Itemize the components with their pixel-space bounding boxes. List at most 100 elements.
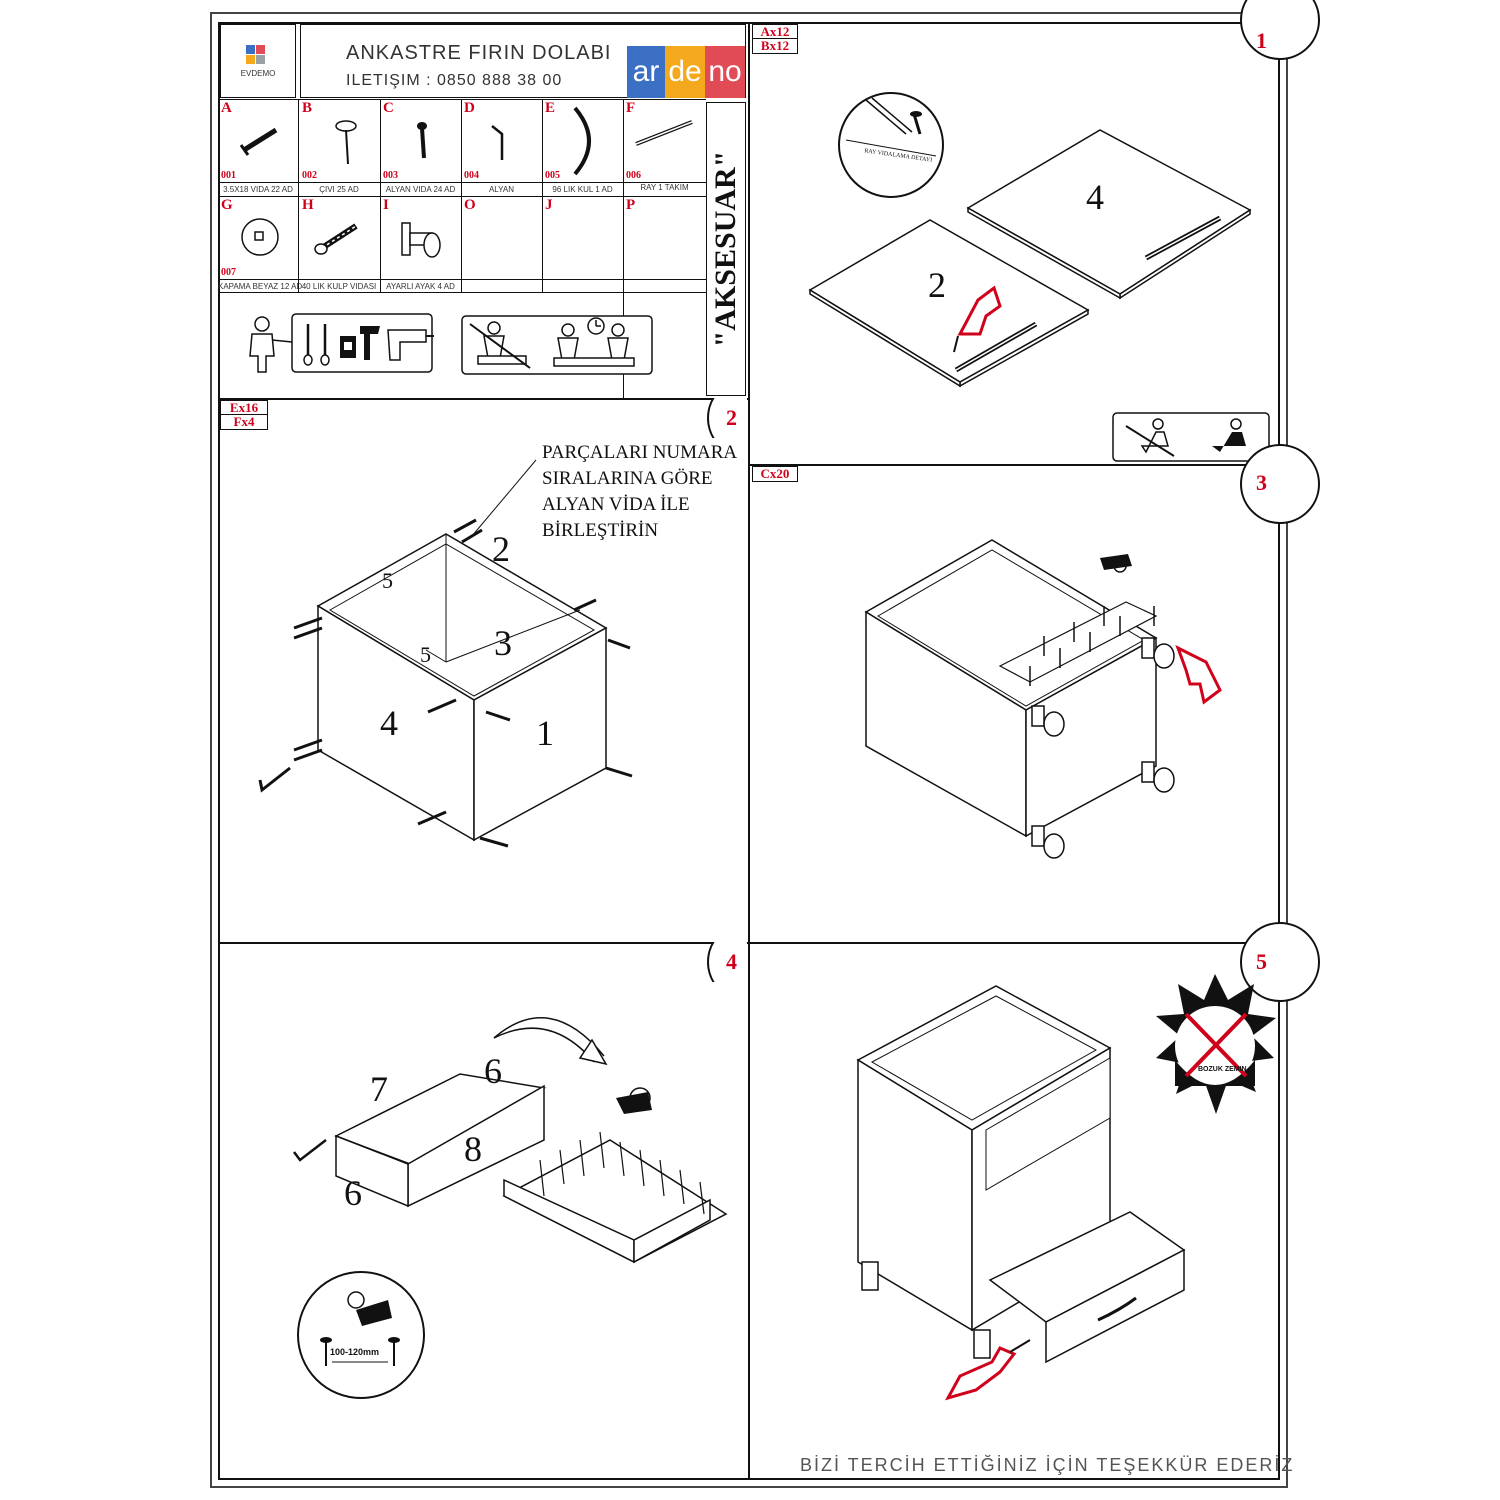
step3-number-circle bbox=[1240, 444, 1320, 524]
accessory-code: 002 bbox=[302, 170, 317, 181]
company-logo-icon bbox=[246, 45, 265, 64]
step1-tag-a: Ax12 bbox=[752, 24, 798, 40]
accessory-letter: E bbox=[545, 100, 556, 116]
panel-number: 1 bbox=[536, 713, 554, 753]
accessory-caption: ALYAN bbox=[488, 185, 515, 194]
panel-number: 2 bbox=[928, 265, 946, 305]
allen-screw-icon bbox=[417, 122, 427, 159]
accessory-grid-line bbox=[461, 99, 462, 292]
handle-screw-icon bbox=[314, 223, 358, 255]
accessory-grid-line bbox=[218, 99, 706, 100]
step3-number: 3 bbox=[1256, 470, 1267, 495]
step2-number-circle bbox=[707, 398, 747, 438]
accessory-letter: F bbox=[626, 100, 636, 116]
required-tools-icon bbox=[249, 313, 434, 373]
panel-number: 4 bbox=[380, 703, 398, 743]
accessory-letter: H bbox=[302, 197, 314, 213]
outer-sheet-border bbox=[210, 12, 1288, 1488]
correct-lifting-icon bbox=[1112, 412, 1270, 462]
accessory-caption: RAY 1 TAKIM bbox=[640, 183, 689, 192]
accessory-code: 003 bbox=[383, 170, 398, 181]
step2-tag-e: Ex16 bbox=[220, 400, 268, 416]
title-box bbox=[300, 24, 746, 98]
center-divider bbox=[748, 22, 750, 1480]
two-person-assembly-icon bbox=[461, 315, 653, 375]
accessory-letter: G bbox=[221, 197, 233, 213]
caption-line bbox=[218, 279, 706, 280]
instruction-line: PARÇALARI NUMARA bbox=[542, 442, 738, 463]
accessory-grid-line bbox=[218, 292, 706, 293]
divider-step1-step3 bbox=[748, 464, 1280, 466]
caption-line bbox=[218, 182, 706, 183]
rail-icon bbox=[635, 120, 693, 146]
footer-thanks: BİZİ TERCİH ETTİĞİNİZ İÇİN TEŞEKKÜR EDER… bbox=[800, 1455, 1295, 1475]
accessory-letter: I bbox=[383, 197, 389, 213]
accessory-caption: 96 LIK KUL 1 AD bbox=[552, 185, 613, 194]
step1-panels-illustration bbox=[808, 129, 1252, 388]
step2-number: 2 bbox=[726, 405, 737, 430]
panel-number: 3 bbox=[494, 623, 512, 663]
instruction-line: ALYAN VİDA İLE bbox=[542, 494, 690, 515]
allen-key-icon bbox=[491, 125, 504, 160]
accessory-caption: 3.5X18 VIDA 22 AD bbox=[223, 185, 293, 194]
step4-number: 4 bbox=[726, 949, 737, 974]
accessory-grid-line bbox=[623, 99, 624, 399]
accessory-letter: C bbox=[383, 100, 394, 116]
accessory-grid-line bbox=[218, 196, 706, 197]
accessory-letter: B bbox=[302, 100, 313, 116]
step4-number-circle bbox=[707, 942, 747, 982]
accessory-caption: 40 LIK KULP VIDASI bbox=[301, 282, 377, 291]
nail-spacing-label: 100-120mm bbox=[330, 1347, 380, 1357]
handle-icon bbox=[573, 106, 591, 176]
step4-drawer-illustration bbox=[293, 1017, 728, 1264]
accessory-letter: J bbox=[545, 197, 553, 213]
accessory-code: 005 bbox=[545, 170, 560, 181]
step3-back-panel-illustration bbox=[864, 539, 1222, 859]
panel-number: 4 bbox=[1086, 177, 1104, 217]
accessory-caption: ALYAN VIDA 24 AD bbox=[385, 185, 456, 194]
accessory-caption: AYARLI AYAK 4 AD bbox=[386, 282, 455, 291]
accessory-code: 006 bbox=[626, 170, 641, 181]
panel-number: 5 bbox=[420, 642, 431, 667]
accessory-letter: O bbox=[464, 197, 476, 213]
panel-number: 8 bbox=[464, 1129, 482, 1169]
company-logo-box: EVDEMO bbox=[220, 24, 296, 98]
step3-tag-c: Cx20 bbox=[752, 466, 798, 482]
panel-number: 2 bbox=[492, 529, 510, 569]
divider-header-step2 bbox=[218, 398, 749, 400]
accessories-label-text: "AKSESUAR" bbox=[709, 150, 742, 348]
divider-middle-bottom bbox=[218, 942, 1280, 944]
accessory-grid-line bbox=[298, 99, 299, 292]
step2-instruction: PARÇALARI NUMARA SIRALARINA GÖRE ALYAN V… bbox=[542, 440, 737, 544]
accessory-code: 007 bbox=[221, 267, 236, 278]
rail-screw-detail-icon bbox=[838, 92, 944, 198]
step1-number: 1 bbox=[1256, 28, 1267, 53]
uneven-floor-warning-icon bbox=[1156, 974, 1276, 1114]
step2-carcass-illustration bbox=[258, 459, 633, 848]
company-logo-text: EVDEMO bbox=[240, 69, 276, 78]
step5-finished-cabinet-illustration bbox=[856, 985, 1186, 1401]
accessory-caption: ÇIVI 25 AD bbox=[319, 185, 359, 194]
panel-number: 5 bbox=[382, 568, 393, 593]
accessory-code: 001 bbox=[221, 170, 236, 181]
uneven-floor-label: BOZUK ZEMIN bbox=[1198, 1066, 1247, 1073]
screw-icon bbox=[239, 127, 278, 156]
instruction-line: BİRLEŞTİRİN bbox=[542, 520, 659, 541]
instruction-line: SIRALARINA GÖRE bbox=[542, 468, 713, 489]
cap-icon bbox=[241, 218, 279, 256]
panel-number: 6 bbox=[484, 1051, 502, 1091]
panel-number: 7 bbox=[370, 1069, 388, 1109]
accessory-letter: A bbox=[221, 100, 232, 116]
brand-logo-part-2: de bbox=[665, 46, 705, 98]
panel-number: 6 bbox=[344, 1173, 362, 1213]
adjustable-foot-icon bbox=[401, 222, 441, 258]
contact-phone: ILETIŞIM : 0850 888 38 00 bbox=[346, 72, 563, 89]
step2-tag-f: Fx4 bbox=[220, 414, 268, 430]
page-title: ANKASTRE FIRIN DOLABI bbox=[346, 42, 612, 64]
brand-logo-part-3: no bbox=[705, 46, 745, 98]
step1-tag-b: Bx12 bbox=[752, 38, 798, 54]
accessory-code: 004 bbox=[464, 170, 479, 181]
step5-number: 5 bbox=[1256, 949, 1267, 974]
nail-spacing-detail-icon bbox=[297, 1271, 425, 1399]
accessory-letter: D bbox=[464, 100, 475, 116]
